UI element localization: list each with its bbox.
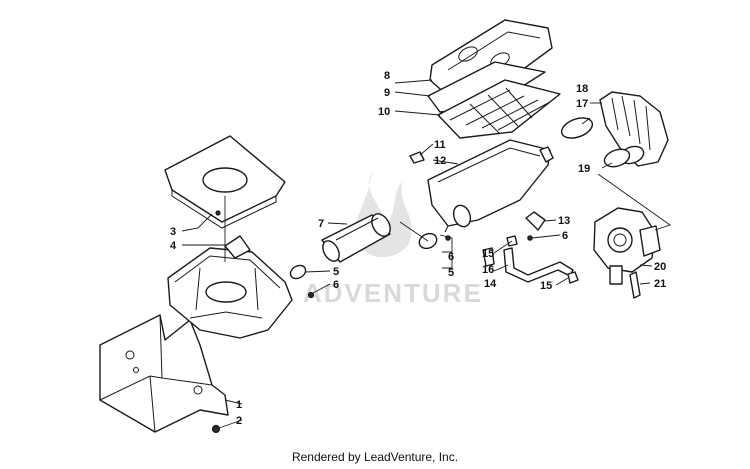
callout-13: 13 (558, 215, 570, 227)
callout-6-center: 6 (448, 251, 454, 263)
part-clamp-17 (560, 117, 594, 139)
callout-7: 7 (318, 218, 324, 230)
callout-8: 8 (384, 70, 390, 82)
part-clamp-19 (603, 148, 631, 168)
part-air-filter (437, 79, 561, 139)
watermark-text: ADVENTURE (303, 278, 483, 308)
callout-11: 11 (434, 139, 446, 151)
part-drain-hose-16 (503, 247, 574, 283)
callout-17: 17 (576, 98, 588, 110)
part-carburetor (593, 207, 661, 285)
callout-labels: 1 2 3 4 5 5 6 6 6 7 8 9 10 11 12 13 14 1… (170, 70, 666, 427)
part-drain-14 (482, 247, 495, 267)
callout-15-upper: 15 (482, 248, 494, 260)
leader-lines (181, 79, 671, 429)
callout-14: 14 (484, 278, 497, 290)
part-clamp-15-lower (567, 271, 579, 284)
callout-2: 2 (236, 415, 242, 427)
callout-5-center: 5 (448, 267, 454, 279)
callout-5-left: 5 (333, 266, 339, 278)
callout-20: 20 (654, 261, 666, 273)
callout-10: 10 (378, 106, 390, 118)
callout-3: 3 (170, 226, 176, 238)
render-credit: Rendered by LeadVenture, Inc. (291, 450, 459, 464)
callout-4: 4 (170, 240, 177, 252)
callout-18: 18 (576, 83, 588, 95)
callout-16: 16 (482, 264, 494, 276)
part-screw-6-right (527, 235, 533, 241)
callout-1: 1 (236, 399, 242, 411)
part-bracket-13 (525, 211, 546, 231)
part-vent-tube (629, 271, 641, 299)
part-screw-6-left (307, 291, 315, 299)
part-intake-tube (321, 213, 391, 263)
part-intake-boot (599, 91, 669, 167)
callout-12: 12 (434, 155, 446, 167)
callout-9: 9 (384, 87, 390, 99)
part-clamp-left (289, 264, 307, 280)
part-airbox-base (167, 235, 293, 339)
part-screw-2 (211, 424, 221, 434)
callout-21: 21 (654, 278, 666, 290)
callout-6-right: 6 (562, 230, 568, 242)
part-airbox-housing (427, 139, 554, 233)
callout-19: 19 (578, 163, 590, 175)
callout-6-left: 6 (333, 279, 339, 291)
part-bracket (99, 314, 229, 433)
callout-15-lower: 15 (540, 280, 552, 292)
part-gasket-plate (164, 135, 286, 229)
